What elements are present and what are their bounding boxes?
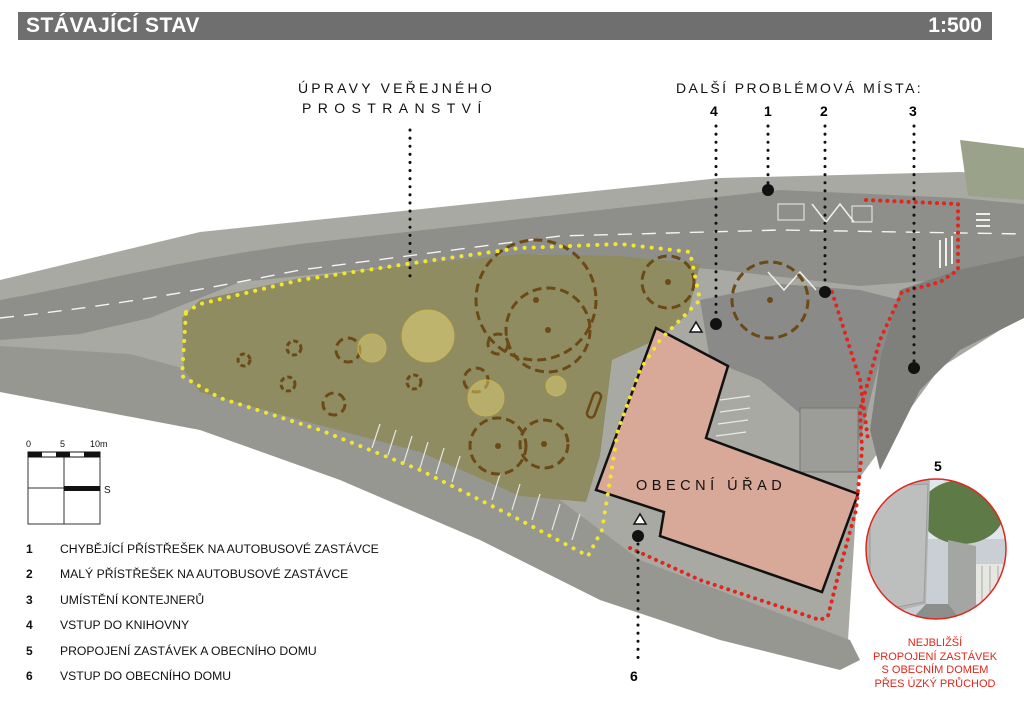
marker-4-point <box>710 318 722 330</box>
marker-6-point <box>632 530 644 542</box>
leader-lines <box>408 124 916 662</box>
tree <box>285 339 303 357</box>
legend-number: 4 <box>26 618 33 633</box>
legend-item: 4 VSTUP DO KNIHOVNY <box>26 613 406 639</box>
tree <box>468 416 528 476</box>
photo-caption-line: PROPOJENÍ ZASTÁVEK <box>872 650 998 663</box>
tree <box>730 260 810 340</box>
tree <box>504 286 592 374</box>
legend-text: MALÝ PŘÍSTŘEŠEK NA AUTOBUSOVÉ ZASTÁVCE <box>60 567 349 582</box>
building-label: OBECNÍ ÚŘAD <box>636 478 787 494</box>
legend-text: VSTUP DO KNIHOVNY <box>60 618 190 633</box>
legend-number: 5 <box>26 643 33 658</box>
legend: 1 CHYBĚJÍCÍ PŘÍSTŘEŠEK NA AUTOBUSOVÉ ZAS… <box>26 536 406 689</box>
title-bar: STÁVAJÍCÍ STAV 1:500 <box>18 12 992 40</box>
callout-public-space-line1: ÚPRAVY VEŘEJNÉHO <box>298 80 495 96</box>
tree <box>236 352 252 368</box>
tree <box>405 373 423 391</box>
legend-text: VSTUP DO OBECNÍHO DOMU <box>60 669 232 684</box>
legend-text: CHYBĚJÍCÍ PŘÍSTŘEŠEK NA AUTOBUSOVÉ ZASTÁ… <box>60 541 379 556</box>
trees-layer <box>236 238 810 476</box>
marker-2-point <box>819 286 831 298</box>
entrance-markers <box>632 320 704 525</box>
scale-tick-0: 0 <box>26 439 31 449</box>
public-space-boundary <box>179 241 703 559</box>
scale-bar: 0 5 10m S <box>26 439 111 525</box>
callout-public-space-line2: PROSTRANSTVÍ <box>302 100 488 116</box>
marker-1-point <box>762 184 774 196</box>
tree <box>640 254 696 310</box>
legend-number: 3 <box>26 592 33 607</box>
tree-trunks <box>495 279 773 449</box>
problem-boundary <box>628 198 960 623</box>
bench <box>585 391 603 419</box>
legend-number: 6 <box>26 669 33 684</box>
scale-label: 1:500 <box>928 14 982 37</box>
photo-inset <box>865 478 1007 620</box>
play-area <box>357 309 567 417</box>
legend-item: 2 MALÝ PŘÍSTŘEŠEK NA AUTOBUSOVÉ ZASTÁVCE <box>26 562 406 588</box>
tree <box>518 418 570 470</box>
marker-3-point <box>908 362 920 374</box>
north-label: S <box>104 485 111 496</box>
photo-caption-line: NEJBLIŽŠÍ <box>907 637 963 649</box>
marker-label-1: 1 <box>764 103 772 119</box>
tree <box>334 336 362 364</box>
legend-item: 1 CHYBĚJÍCÍ PŘÍSTŘEŠEK NA AUTOBUSOVÉ ZAS… <box>26 536 406 562</box>
legend-number: 1 <box>26 541 33 556</box>
scale-tick-5: 5 <box>60 439 65 449</box>
tree <box>279 375 297 393</box>
legend-item: 6 VSTUP DO OBECNÍHO DOMU <box>26 664 406 690</box>
tree <box>486 332 510 356</box>
marker-label-2: 2 <box>820 103 828 119</box>
legend-number: 2 <box>26 567 33 582</box>
marker-label-4: 4 <box>710 103 718 119</box>
photo-caption: NEJBLIŽŠÍ PROPOJENÍ ZASTÁVEK S OBECNÍM D… <box>870 637 1000 691</box>
legend-item: 3 UMÍSTĚNÍ KONTEJNERŮ <box>26 587 406 613</box>
tree <box>321 391 347 417</box>
scale-tick-10: 10m <box>90 439 108 449</box>
tree <box>474 238 598 362</box>
legend-item: 5 PROPOJENÍ ZASTÁVEK A OBECNÍHO DOMU <box>26 638 406 664</box>
legend-text: PROPOJENÍ ZASTÁVEK A OBECNÍHO DOMU <box>60 643 317 658</box>
problem-points <box>632 184 920 542</box>
photo-caption-line: PŘES ÚZKÝ PRŮCHOD <box>874 677 996 690</box>
obecni-urad-building <box>594 326 860 594</box>
photo-caption-line: S OBECNÍM DOMEM <box>881 664 989 676</box>
legend-text: UMÍSTĚNÍ KONTEJNERŮ <box>60 592 205 607</box>
entrance-marker-label: 6 <box>630 668 638 684</box>
photo-marker-label: 5 <box>934 458 942 474</box>
page-title: STÁVAJÍCÍ STAV <box>26 14 200 37</box>
callout-problem-places: DALŠÍ PROBLÉMOVÁ MÍSTA: <box>676 80 924 96</box>
marker-label-3: 3 <box>909 103 917 119</box>
